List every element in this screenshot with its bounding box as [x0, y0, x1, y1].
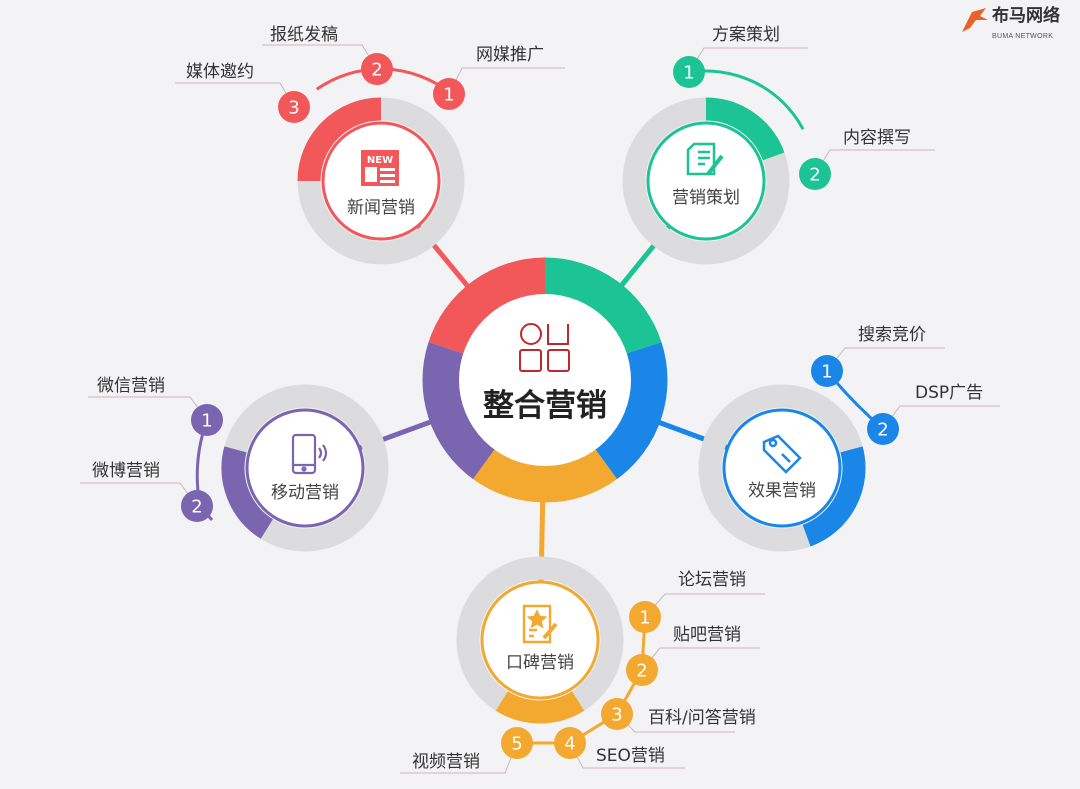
node-title-mobile: 移动营销: [271, 483, 339, 503]
branch-label-plan-1: 方案策划: [712, 25, 780, 45]
branch-label-mobile-2: 微博营销: [92, 461, 160, 481]
badge-circle: [361, 53, 393, 85]
branch-label-wom-1: 论坛营销: [678, 570, 746, 590]
document-edit-icon: [686, 142, 724, 176]
badge-number: 1: [639, 608, 650, 629]
leader-line-plan-1: [688, 47, 808, 73]
newspaper-icon-text: NEW: [367, 155, 393, 166]
badge-circle: [626, 654, 658, 686]
badge-circle: [867, 413, 899, 445]
branch-label-wom-4: SEO营销: [596, 746, 665, 766]
branch-badge-wom-1: 1: [629, 601, 661, 633]
badge-circle: [433, 78, 465, 110]
grid-apps-icon: [519, 323, 570, 372]
badge-circle: [811, 355, 843, 387]
badge-circle: [601, 698, 633, 730]
branch-badge-mobile-1: 1: [191, 404, 223, 436]
leader-line-mobile-1: [88, 396, 208, 421]
badge-number: 1: [821, 362, 832, 383]
branch-label-news-1: 网媒推广: [476, 45, 544, 65]
branch-badge-effect-1: 1: [811, 355, 843, 387]
leader-line-news-2: [262, 44, 378, 70]
badge-number: 2: [809, 165, 820, 186]
badge-number: 4: [564, 734, 575, 755]
branch-badge-wom-3: 3: [601, 698, 633, 730]
center-circle: [459, 294, 631, 466]
branch-label-news-2: 报纸发稿: [270, 25, 338, 45]
badge-circle: [799, 158, 831, 190]
branch-badge-wom-5: 5: [501, 727, 533, 759]
badge-number: 2: [636, 661, 647, 682]
branch-badge-wom-2: 2: [626, 654, 658, 686]
badge-number: 2: [191, 497, 202, 518]
node-title-news: 新闻营销: [347, 198, 415, 218]
logo-name: 布马网络: [992, 6, 1060, 26]
badge-circle: [278, 91, 310, 123]
newspaper-icon: NEW: [361, 150, 399, 186]
badge-number: 1: [443, 85, 454, 106]
badge-number: 1: [683, 63, 694, 84]
branch-badge-mobile-2: 2: [181, 490, 213, 522]
node-title-effect: 效果营销: [748, 481, 816, 501]
branch-label-news-3: 媒体邀约: [186, 62, 254, 82]
badge-circle: [554, 727, 586, 759]
badge-circle: [501, 727, 533, 759]
buma-logo-icon: [962, 8, 988, 32]
node-ring-highlight-mobile: [221, 446, 274, 539]
badge-circle: [181, 490, 213, 522]
leader-line-wom-2: [641, 647, 760, 671]
leader-line-news-3: [175, 82, 295, 108]
badge-number: 2: [371, 60, 382, 81]
logo-subtitle: BUMA NETWORK: [992, 33, 1054, 40]
leader-line-effect-1: [826, 347, 945, 372]
node-ring-highlight-news: [297, 97, 382, 182]
badge-number: 3: [288, 98, 299, 119]
price-tag-icon: [762, 434, 802, 474]
branch-badge-wom-4: 4: [554, 727, 586, 759]
center-title: 整合营销: [483, 388, 607, 424]
smartphone-icon: [291, 433, 328, 475]
center-ring-segment-orange: [473, 448, 617, 503]
branch-label-mobile-1: 微信营销: [97, 376, 165, 396]
review-star-icon: [522, 604, 558, 644]
badge-number: 1: [201, 411, 212, 432]
node-ring-highlight-effect: [802, 446, 866, 547]
branch-badge-news-2: 2: [361, 53, 393, 85]
center-ring-segment-purple: [422, 342, 496, 480]
branch-label-effect-2: DSP广告: [915, 383, 983, 403]
node-circle-plan: [646, 121, 766, 241]
logo: 布马网络 BUMA NETWORK: [960, 6, 1075, 46]
node-ring-highlight-plan: [705, 97, 785, 161]
node-title-plan: 营销策划: [672, 188, 740, 208]
badge-number: 2: [877, 420, 888, 441]
node-ring-highlight-wom: [495, 691, 585, 724]
branch-label-wom-3: 百科/问答营销: [648, 708, 756, 728]
branch-label-wom-5: 视频营销: [412, 752, 480, 772]
badge-circle: [191, 404, 223, 436]
leader-line-news-1: [448, 67, 565, 95]
leader-line-mobile-2: [80, 482, 198, 507]
badge-circle: [673, 56, 705, 88]
branch-label-wom-2: 贴吧营销: [673, 625, 741, 645]
leader-line-effect-2: [882, 405, 1000, 430]
branch-badge-plan-1: 1: [673, 56, 705, 88]
branch-badge-plan-2: 2: [799, 158, 831, 190]
leader-line-wom-1: [644, 593, 765, 618]
branch-badge-news-1: 1: [433, 78, 465, 110]
center-ring-segment-blue: [594, 342, 668, 480]
branch-badge-news-3: 3: [278, 91, 310, 123]
node-title-wom: 口碑营销: [506, 653, 574, 673]
center-ring-segment-green: [544, 257, 662, 355]
branch-label-effect-1: 搜索竞价: [858, 325, 926, 345]
branch-label-plan-2: 内容撰写: [843, 128, 911, 148]
badge-circle: [629, 601, 661, 633]
center-ring-segment-red: [428, 257, 546, 355]
leader-line-plan-2: [814, 149, 935, 175]
badge-number: 3: [611, 705, 622, 726]
branch-badge-effect-2: 2: [867, 413, 899, 445]
badge-number: 5: [511, 734, 522, 755]
node-circle-wom: [480, 580, 600, 700]
